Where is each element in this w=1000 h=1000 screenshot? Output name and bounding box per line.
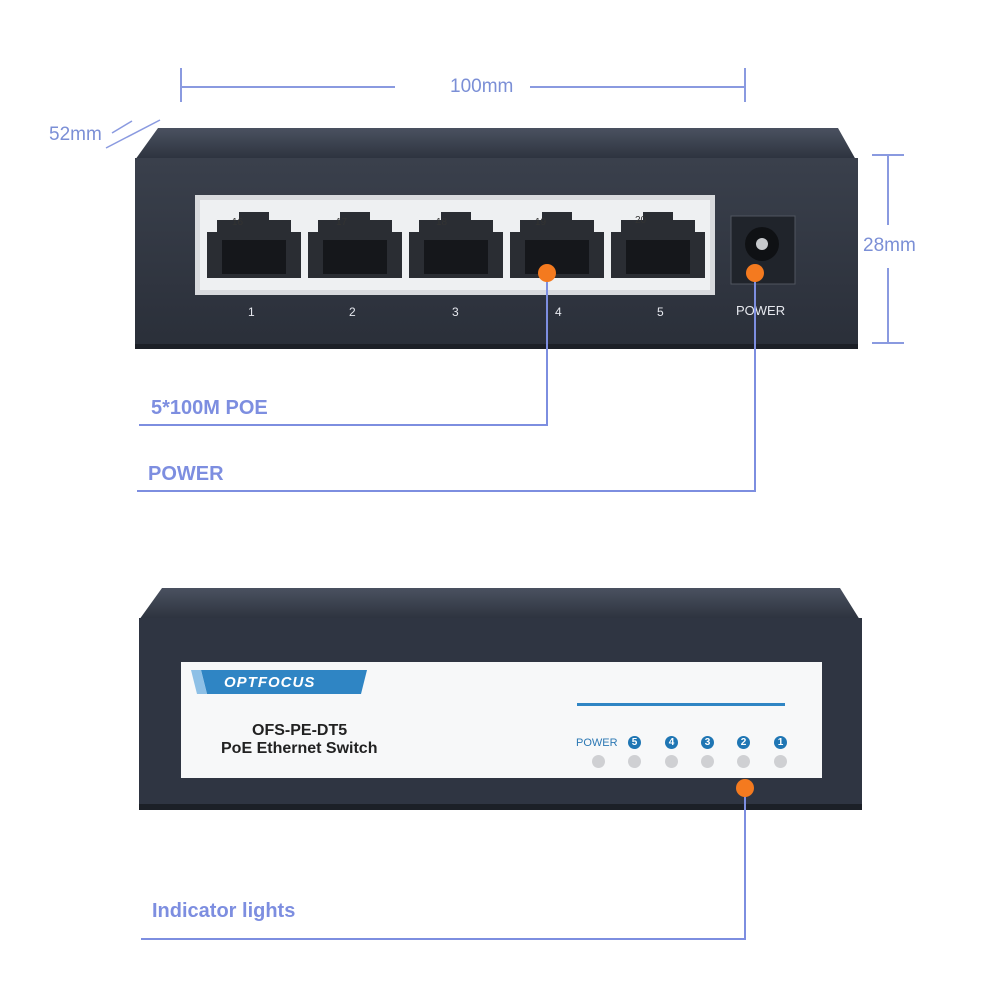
port-chip-label: 16 <box>232 217 244 228</box>
width-dimension-label: 100mm <box>450 76 514 97</box>
rear-power-label: POWER <box>736 303 786 318</box>
port-number-label: 1 <box>248 305 255 319</box>
power-callout-label: POWER <box>148 463 224 485</box>
rj45-port-2 <box>308 212 402 278</box>
poe-callout-label: 5*100M POE <box>151 397 268 419</box>
port-number-label: 5 <box>657 305 664 319</box>
port-4-led <box>665 755 678 768</box>
callout-line-bottom <box>141 788 746 940</box>
rj45-port-4 <box>510 212 604 278</box>
brand-logo: OPTFOCUS <box>224 674 316 691</box>
led-number-4: 4 <box>665 736 678 749</box>
callout-lines-top <box>137 273 756 492</box>
poe-callout-marker <box>538 264 556 282</box>
model-name: OFS-PE-DT5 <box>252 722 348 739</box>
rear-ports-group <box>207 212 796 285</box>
indicator-callout-label: Indicator lights <box>152 900 296 922</box>
port-3-led <box>701 755 714 768</box>
rj45-port-5 <box>611 212 705 278</box>
led-number-3: 3 <box>701 736 714 749</box>
brand-ribbon <box>191 670 367 694</box>
depth-dimension-label: 52mm <box>49 124 102 145</box>
port-chip-label: 18 <box>436 217 448 228</box>
power-callout-marker <box>746 264 764 282</box>
led-power-label: POWER <box>576 737 618 749</box>
led-number-5: 5 <box>628 736 641 749</box>
port-5-led <box>628 755 641 768</box>
port-number-label: 4 <box>555 305 562 319</box>
port-chip-label: 19 <box>535 217 547 228</box>
label-divider <box>577 703 785 706</box>
port-number-label: 2 <box>349 305 356 319</box>
led-number-1: 1 <box>774 736 787 749</box>
rj45-port-3 <box>409 212 503 278</box>
port-2-led <box>737 755 750 768</box>
indicator-callout-marker <box>736 779 754 797</box>
product-description: PoE Ethernet Switch <box>221 740 378 757</box>
port-1-led <box>774 755 787 768</box>
rj45-port-1 <box>207 212 301 278</box>
port-chip-label: 17 <box>336 217 348 228</box>
led-number-2: 2 <box>737 736 750 749</box>
power-led <box>592 755 605 768</box>
port-number-label: 3 <box>452 305 459 319</box>
port-chip-label: 20 <box>635 215 647 226</box>
height-dimension-label: 28mm <box>863 235 916 256</box>
